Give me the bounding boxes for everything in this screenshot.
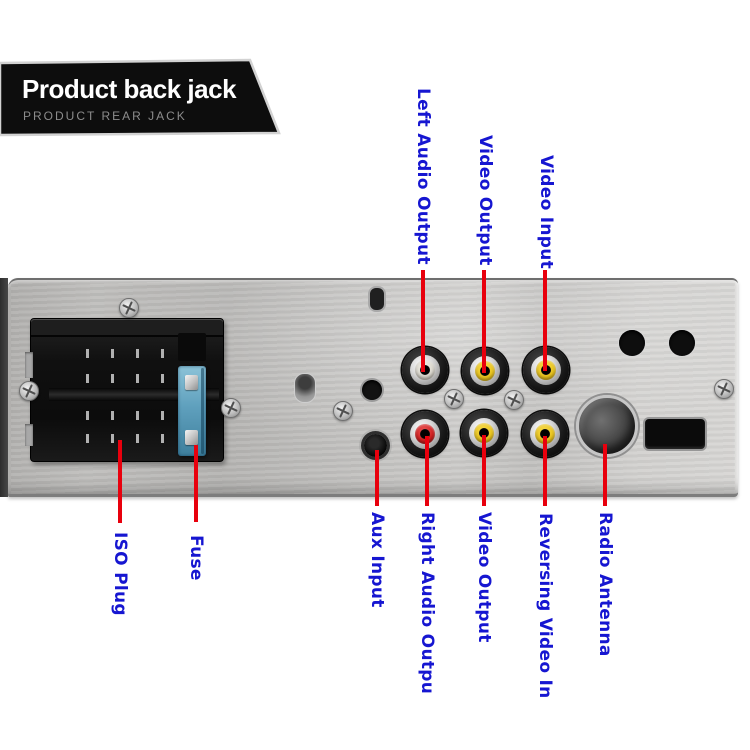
fuse-contact [185, 375, 198, 390]
banner-title: Product back jack [22, 74, 237, 104]
rectangular-slot [643, 417, 707, 451]
pointer-reversing-video-in [543, 436, 547, 506]
label-left-audio-output: Left Audio Output [413, 88, 433, 265]
oval-mount-hole [294, 373, 316, 403]
panel-left-edge [0, 278, 8, 497]
pointer-iso-plug [118, 440, 122, 523]
rca-center-hole [420, 429, 430, 439]
round-hole [669, 330, 695, 356]
label-radio-antenna: Radio Antenna [595, 512, 615, 657]
iso-mount-notch [25, 424, 33, 446]
banner-background [0, 58, 281, 137]
rca-center-hole [540, 429, 550, 439]
label-video-output-bottom: Video Output [474, 512, 494, 643]
pointer-video-output-bottom [482, 435, 486, 506]
iso-pin-row [86, 349, 167, 358]
rca-jack-video-output-bottom [461, 410, 507, 456]
label-reversing-video-in: Reversing Video In [535, 513, 555, 699]
pointer-fuse [194, 445, 198, 522]
label-right-audio-output: Right Audio Outpu [417, 512, 437, 695]
iso-pin-row [86, 411, 167, 420]
screw [119, 298, 139, 318]
rca-center-hole [479, 428, 489, 438]
label-aux-input: Aux Input [367, 512, 387, 608]
iso-divider [49, 388, 219, 401]
screw [504, 390, 524, 410]
round-hole [619, 330, 645, 356]
screw [19, 381, 39, 401]
pointer-left-audio-output [421, 270, 425, 372]
iso-pin-row [86, 374, 167, 383]
pointer-video-output-top [482, 270, 486, 373]
iso-pin-row [86, 434, 167, 443]
pointer-radio-antenna [603, 444, 607, 506]
rca-center-hole [420, 365, 430, 375]
screw [714, 379, 734, 399]
banner-subtitle: PRODUCT REAR JACK [23, 109, 187, 123]
oval-vent-hole [368, 286, 386, 312]
label-video-output-top: Video Output [475, 135, 495, 266]
pointer-right-audio-output [425, 436, 429, 506]
label-video-input: Video Input [536, 155, 556, 270]
fuse [178, 366, 206, 456]
label-iso-plug: ISO Plug [110, 532, 130, 616]
screw [221, 398, 241, 418]
radio-antenna-jack [576, 395, 638, 457]
iso-top-bar [31, 319, 223, 337]
rca-jack-left-audio-output [402, 347, 448, 393]
fuse-slot [178, 333, 206, 361]
screw [333, 401, 353, 421]
fuse-contact [185, 430, 198, 445]
label-fuse: Fuse [186, 535, 206, 581]
aux-input-jack [364, 434, 387, 457]
pointer-aux-input [375, 450, 379, 506]
pointer-video-input [543, 270, 547, 371]
screw [444, 389, 464, 409]
iso-mount-notch [25, 352, 33, 378]
small-round-hole [362, 380, 382, 400]
